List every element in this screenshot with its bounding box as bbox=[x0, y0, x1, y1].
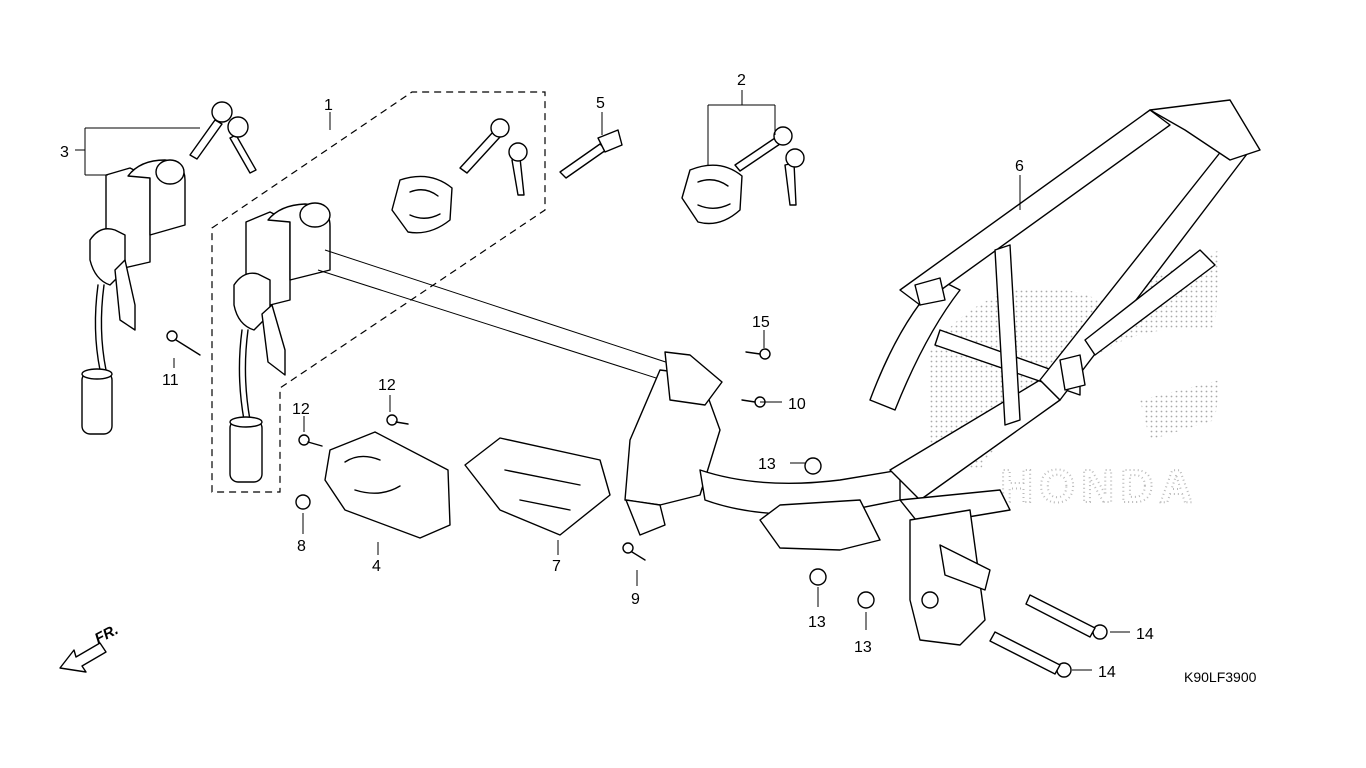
callout-15: 15 bbox=[752, 314, 770, 331]
callout-13b: 13 bbox=[808, 614, 826, 631]
callout-12a: 12 bbox=[378, 377, 396, 394]
callout-9: 9 bbox=[631, 591, 640, 608]
callout-4: 4 bbox=[372, 558, 381, 575]
callout-labels: 1 2 3 4 5 6 7 8 9 10 11 12 12 13 13 13 1… bbox=[60, 72, 1154, 681]
key-cover-icon bbox=[391, 175, 453, 234]
callout-13c: 13 bbox=[854, 639, 872, 656]
direction-label: FR. bbox=[92, 621, 121, 647]
callout-2: 2 bbox=[737, 72, 746, 89]
cover-panel-icon bbox=[324, 431, 451, 539]
callout-6: 6 bbox=[1015, 158, 1024, 175]
arrow-forward-icon: FR. bbox=[59, 621, 121, 673]
ignition-switch-icon bbox=[81, 159, 186, 435]
callout-3: 3 bbox=[60, 144, 69, 161]
callout-14a: 14 bbox=[1136, 626, 1154, 643]
callout-7: 7 bbox=[552, 558, 561, 575]
callout-11: 11 bbox=[162, 372, 179, 389]
bolt-icon bbox=[166, 330, 1108, 678]
key-icon bbox=[189, 101, 257, 174]
callout-8: 8 bbox=[297, 538, 306, 555]
watermark-text: HONDA bbox=[1000, 460, 1199, 512]
callout-10: 10 bbox=[788, 396, 806, 413]
assembly-box-1 bbox=[211, 91, 546, 493]
nut-icon bbox=[295, 457, 875, 609]
key-icon bbox=[459, 118, 528, 196]
callout-5: 5 bbox=[596, 95, 605, 112]
bracket-panel-icon bbox=[464, 437, 611, 536]
key-icon bbox=[559, 129, 623, 179]
frame-body-icon bbox=[624, 99, 1261, 646]
ignition-switch-icon bbox=[229, 202, 331, 483]
callout-13a: 13 bbox=[758, 456, 776, 473]
key-icon bbox=[734, 126, 805, 206]
callout-1: 1 bbox=[324, 97, 333, 114]
diagram-code: K90LF3900 bbox=[1184, 669, 1257, 685]
callout-14b: 14 bbox=[1098, 664, 1116, 681]
key-cover-icon bbox=[681, 164, 743, 225]
callout-12b: 12 bbox=[292, 401, 310, 418]
